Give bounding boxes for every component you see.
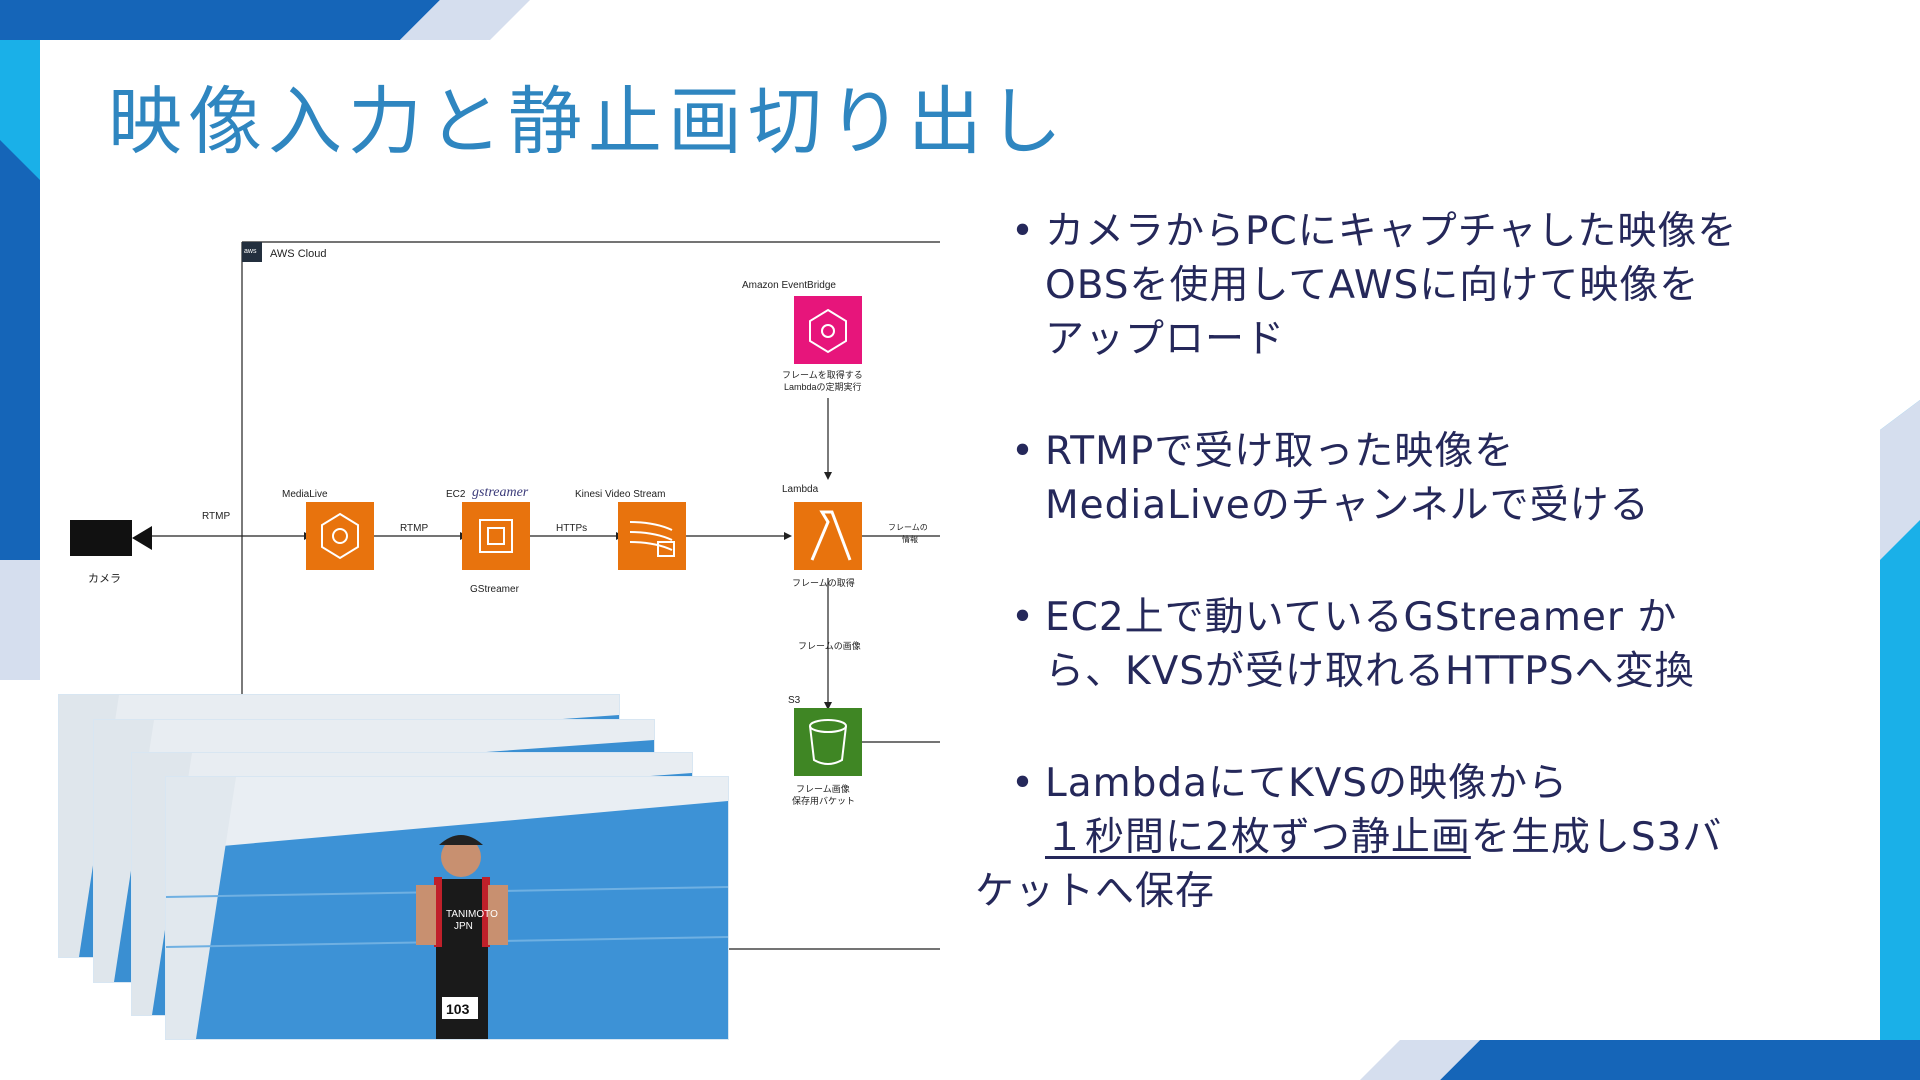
bullet-3-line-2: ら、KVSが受け取れるHTTPSへ変換 — [1045, 649, 1695, 694]
bullet-item-1: • カメラからPCにキャプチャした映像を OBSを使用してAWSに向けて映像を … — [975, 205, 1855, 367]
bullet-4-line-1: LambdaにてKVSの映像から — [1045, 761, 1569, 806]
gstreamer-logo: gstreamer — [472, 485, 529, 500]
runner-country: JPN — [454, 921, 473, 932]
s3-note-1: フレーム画像 — [796, 783, 850, 794]
ec2-label: EC2 — [446, 489, 466, 500]
slide-title: 映像入力と静止画切り出し — [108, 79, 1068, 165]
bullet-2-line-2: MediaLiveのチャンネルで受ける — [1045, 483, 1650, 528]
lambda-note: フレームの取得 — [792, 577, 855, 588]
bullet-1-line-3: アップロード — [1045, 317, 1286, 362]
lambda-label: Lambda — [782, 484, 819, 495]
camera-icon — [70, 520, 152, 556]
eventbridge-note-1: フレームを取得する — [782, 369, 863, 380]
gstreamer-label: GStreamer — [470, 584, 520, 595]
rtmp-label-2: RTMP — [400, 523, 428, 534]
eventbridge-label: Amazon EventBridge — [742, 280, 836, 291]
s3-bucket-icon — [794, 708, 862, 776]
bullet-4-line-2: １秒間に2枚ずつ静止画を生成しS3バ — [1045, 811, 1855, 865]
runner: TANIMOTO JPN 103 — [416, 835, 508, 1039]
bullet-item-2: • RTMPで受け取った映像を MediaLiveのチャンネルで受ける — [975, 425, 1855, 533]
s3-note-2: 保存用バケット — [792, 795, 855, 806]
medialive-label: MediaLive — [282, 489, 328, 500]
aws-badge: aws — [244, 248, 257, 255]
frame-info-label-2: 情報 — [902, 534, 918, 544]
frame-image-label: フレームの画像 — [798, 640, 861, 651]
bib-number: 103 — [446, 1001, 470, 1017]
bullet-1-line-1: カメラからPCにキャプチャした映像を — [1045, 209, 1738, 254]
runner-photo: TANIMOTO JPN 103 — [166, 777, 728, 1039]
bullet-2-line-1: RTMPで受け取った映像を — [1045, 429, 1515, 474]
bullet-3-line-1: EC2上で動いているGStreamer か — [1045, 595, 1678, 640]
bullet-4-line-2-rest: を生成しS3バ — [1470, 815, 1723, 860]
aws-cloud-label: AWS Cloud — [270, 248, 326, 260]
https-label: HTTPs — [556, 523, 587, 534]
runner-name: TANIMOTO — [446, 909, 498, 920]
rtmp-label-1: RTMP — [202, 511, 230, 522]
camera-label: カメラ — [88, 572, 121, 585]
bullet-4-underlined: １秒間に2枚ずつ静止画 — [1045, 815, 1471, 860]
eventbridge-note-2: Lambdaの定期実行 — [784, 381, 862, 392]
bullet-item-3: • EC2上で動いているGStreamer か ら、KVSが受け取れるHTTPS… — [975, 591, 1855, 699]
architecture-diagram: aws AWS Cloud カメラ RTMP RTMP HTTPs MediaL… — [70, 241, 940, 950]
bullet-item-4: • LambdaにてKVSの映像から １秒間に2枚ずつ静止画を生成しS3バ ケッ… — [975, 757, 1855, 919]
eventbridge-icon — [794, 296, 862, 364]
s3-label: S3 — [788, 695, 801, 706]
kinesis-icon — [618, 502, 686, 570]
medialive-icon — [306, 502, 374, 570]
frame-info-label-1: フレームの — [888, 523, 928, 532]
bullet-1-line-2: OBSを使用してAWSに向けて映像を — [1045, 263, 1700, 308]
aws-cloud-icon — [242, 242, 262, 262]
bullet-4-line-3: ケットへ保存 — [975, 869, 1216, 914]
kinesis-label: Kinesi Video Stream — [575, 489, 665, 500]
frame-image-4: TANIMOTO JPN 103 — [165, 776, 729, 1040]
bullet-list: • カメラからPCにキャプチャした映像を OBSを使用してAWSに向けて映像を … — [975, 205, 1855, 977]
ec2-icon — [462, 502, 530, 570]
